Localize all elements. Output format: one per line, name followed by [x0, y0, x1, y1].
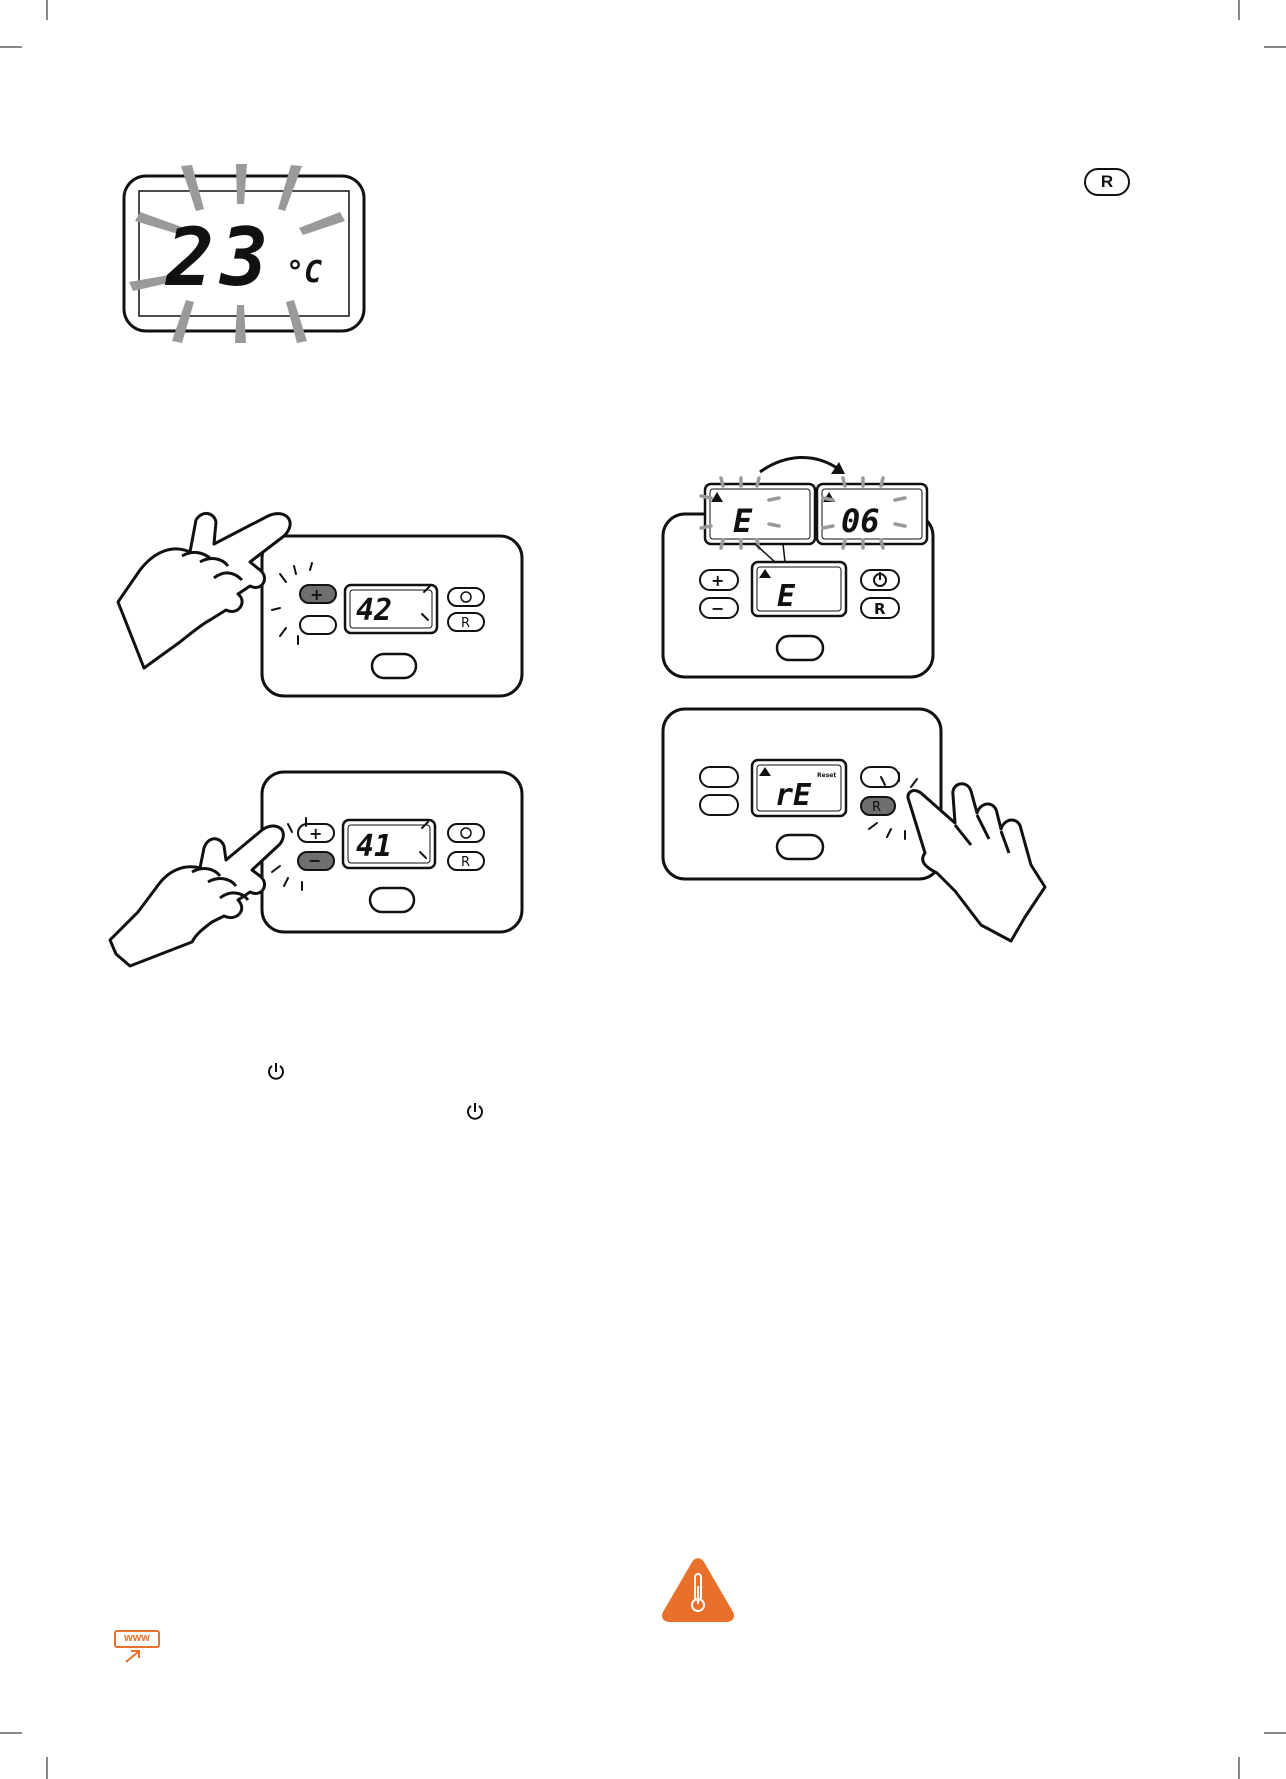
plus-button-label: + — [711, 571, 724, 590]
minus-button[interactable] — [300, 616, 336, 634]
thermometer-warning-icon — [660, 1556, 736, 1624]
plus-button[interactable] — [700, 767, 738, 787]
power-icon — [465, 1101, 485, 1123]
error-code-number: 06 — [841, 502, 880, 540]
plus-button-label: + — [310, 585, 323, 604]
reset-r-icon-label: R — [1101, 172, 1113, 191]
minus-button[interactable]: − — [700, 598, 738, 618]
error-main-display: E — [777, 579, 796, 614]
main-temperature-value: 23 — [164, 211, 274, 304]
www-link-icon[interactable]: www — [114, 1630, 160, 1662]
arrow-icon — [114, 1648, 160, 1664]
reset-button[interactable]: R — [861, 598, 899, 618]
error-code-panel: E 06 E + − R — [655, 440, 945, 685]
power-icon — [266, 1061, 286, 1083]
power-button[interactable] — [861, 570, 899, 590]
plus-button[interactable]: + — [300, 585, 336, 604]
reset-button-label: R — [874, 600, 886, 618]
minus-button-label: − — [711, 599, 724, 618]
reset-button[interactable]: R — [448, 613, 484, 631]
reset-display-value: rE — [775, 778, 812, 813]
plus-button-label: + — [309, 824, 322, 843]
power-button[interactable] — [448, 588, 484, 606]
reset-confirm-panel: Reset rE R — [655, 705, 1100, 950]
www-label: www — [114, 1630, 160, 1648]
power-button[interactable] — [448, 824, 484, 842]
reset-small-label: Reset — [817, 772, 836, 779]
large-temperature-display: 23 °C — [110, 160, 380, 350]
minus-button[interactable] — [700, 795, 738, 815]
reset-r-icon: R — [1084, 168, 1130, 196]
reset-button[interactable]: R — [861, 797, 895, 815]
error-code-letter: E — [733, 502, 753, 540]
control-panel-plus-press: + 42 R — [110, 530, 530, 730]
plus-button[interactable]: + — [298, 824, 334, 843]
control-panel-minus-press: + − 41 R — [110, 770, 530, 970]
minus-button-label: − — [308, 851, 321, 870]
main-temperature-unit: °C — [286, 255, 322, 290]
minus-button[interactable]: − — [298, 851, 334, 870]
reset-button-label: R — [461, 855, 470, 870]
reset-button-label: R — [461, 616, 470, 631]
reset-button-label: R — [872, 800, 881, 815]
reset-button[interactable]: R — [448, 852, 484, 870]
panel-plus-display-value: 42 — [356, 593, 392, 628]
plus-button[interactable]: + — [700, 570, 738, 590]
panel-minus-display-value: 41 — [356, 829, 392, 864]
